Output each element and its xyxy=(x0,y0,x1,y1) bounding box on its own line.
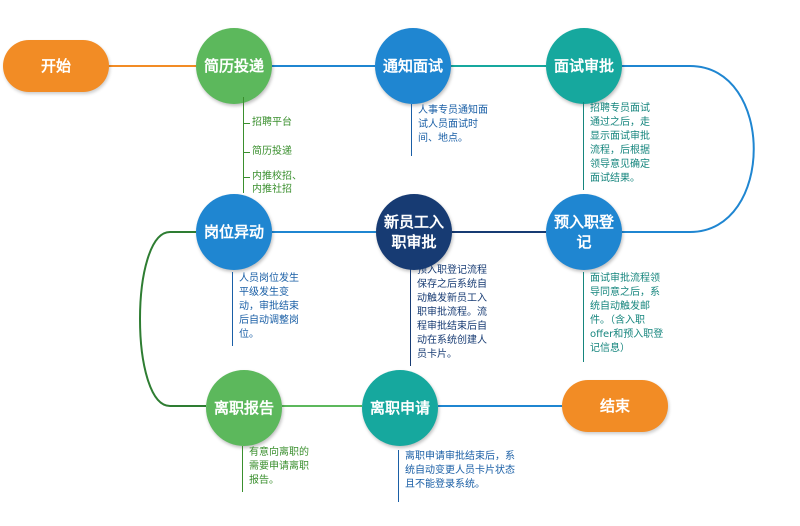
pre-entry-register-note: 面试审批流程领 导同意之后，系 统自动触发邮 件。（含入职 offer和预入职登… xyxy=(583,272,701,362)
new-hire-approval-note: 预入职登记流程 保存之后系统自 动触发新员工入 职审批流程。流 程审批结束后自 … xyxy=(410,264,510,366)
interview-approval-node: 面试审批 xyxy=(546,28,622,104)
resume-submit-node: 简历投递 xyxy=(196,28,272,104)
resignation-report-note: 有意向离职的 需要申请离职 报告。 xyxy=(242,446,342,492)
start-node: 开始 xyxy=(3,40,109,92)
notify-interview-node: 通知面试 xyxy=(375,28,451,104)
position-change-note: 人员岗位发生 平级发生变 动，审批结束 后自动调整岗 位。 xyxy=(232,272,326,346)
new-hire-approval-node: 新员工入 职审批 xyxy=(376,194,452,270)
resignation-apply-note: 离职申请审批结束后，系 统自动变更人员卡片状态 且不能登录系统。 xyxy=(398,450,548,502)
resume-channel-item: 简历投递 xyxy=(252,146,292,157)
connector-approve-preentry xyxy=(622,65,755,233)
resignation-report-node: 离职报告 xyxy=(206,370,282,446)
connector-transfer-resignreport xyxy=(139,231,206,407)
resume-channel-list: 招聘平台 简历投递 内推校招、 内推社招 xyxy=(243,97,304,195)
resume-channel-item: 内推校招、 内推社招 xyxy=(252,171,302,195)
interview-approval-note: 招聘专员面试 通过之后，走 显示面试审批 流程，后根据 领导意见确定 面试结果。 xyxy=(583,102,695,190)
resume-channel-item: 招聘平台 xyxy=(252,117,292,128)
notify-interview-note: 人事专员通知面 试人员面试时 间、地点。 xyxy=(411,104,521,156)
resignation-apply-node: 离职申请 xyxy=(362,370,438,446)
pre-entry-register-node: 预入职登 记 xyxy=(546,194,622,270)
position-change-node: 岗位异动 xyxy=(196,194,272,270)
end-node: 结束 xyxy=(562,380,668,432)
